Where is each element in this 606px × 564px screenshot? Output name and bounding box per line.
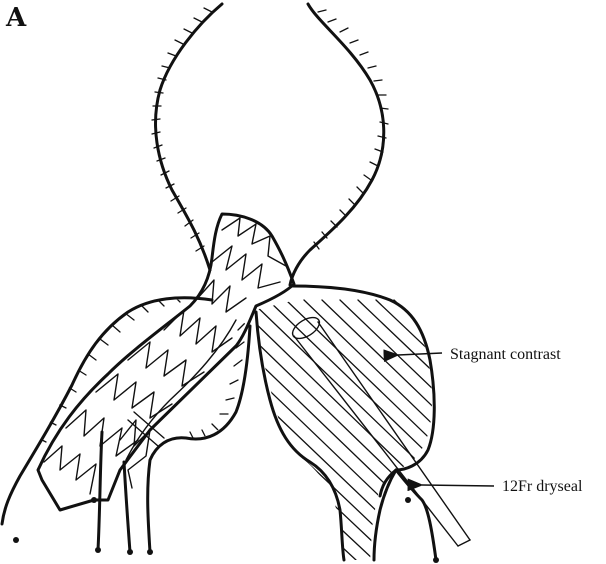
graft-strut-row-7	[65, 409, 139, 457]
graft-limb-divider	[127, 411, 165, 447]
graft-strut-row-4	[163, 309, 233, 353]
left-limb-mid-wall	[96, 430, 104, 552]
aortic-neck	[151, 2, 389, 287]
dryseal-sheath	[291, 316, 471, 547]
sac-hatching	[255, 299, 432, 560]
left-limb-inner-wall	[146, 324, 252, 554]
neck-right-wall	[288, 2, 386, 287]
left-limb-outer-wall	[0, 296, 214, 526]
panel-label: A	[5, 3, 27, 33]
left-limb-mid-wall-2	[122, 460, 132, 554]
callout-dryseal-label: 12Fr dryseal	[502, 478, 583, 495]
iliac-right-inner-wall	[372, 468, 398, 562]
graft-strut-row-6	[95, 373, 173, 419]
graft-strut-row-5	[127, 341, 205, 387]
callout-stagnant-contrast: Stagnant contrast	[383, 346, 561, 363]
graft-strut-row-8	[43, 445, 97, 495]
graft-main-body	[36, 212, 296, 512]
left-limb	[0, 296, 252, 555]
graft-limb-edge	[125, 319, 237, 461]
callout-dryseal: 12Fr dryseal	[407, 478, 583, 495]
graft-strut-row-3	[195, 279, 247, 313]
stent-graft	[36, 212, 296, 512]
graft-strut-row-2	[211, 245, 281, 289]
callout-stagnant-contrast-label: Stagnant contrast	[450, 346, 561, 363]
neck-left-wall	[154, 2, 224, 272]
sac-left-wall	[254, 310, 346, 562]
neck-wall-hatching	[151, 7, 389, 252]
graft-strut-row-1	[221, 217, 287, 267]
graft-strut-row-9	[119, 419, 151, 489]
